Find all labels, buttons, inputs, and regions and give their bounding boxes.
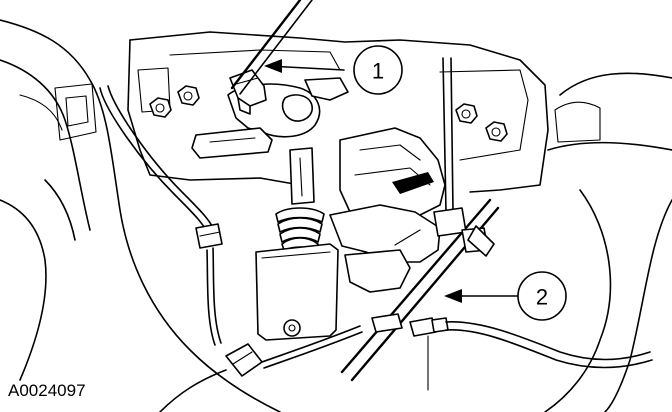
callout-1: 1 (264, 45, 403, 95)
bolt-right-lower (485, 121, 508, 142)
vertical-rod (442, 57, 454, 213)
callout-1-label: 1 (372, 59, 384, 84)
lock-cable (371, 313, 653, 391)
bolt-right-upper (455, 103, 478, 124)
door-panel-outline (0, 19, 281, 412)
door-frame-right (544, 72, 672, 412)
bolt-upper-left (177, 85, 200, 106)
bolt-mid-left (149, 97, 172, 118)
latch-lever-upper (191, 77, 349, 159)
latch-mechanism (329, 127, 446, 293)
upper-rod (230, 0, 313, 95)
rod-retainers (433, 207, 495, 257)
callout-2-label: 2 (536, 285, 548, 310)
wiring-harness (99, 85, 363, 412)
figure-id: A0024097 (8, 381, 86, 400)
latch-mounting-plate (127, 31, 549, 193)
door-lock-actuator (255, 243, 339, 341)
callout-2: 2 (444, 271, 567, 321)
actuator-worm-gear (275, 147, 325, 251)
